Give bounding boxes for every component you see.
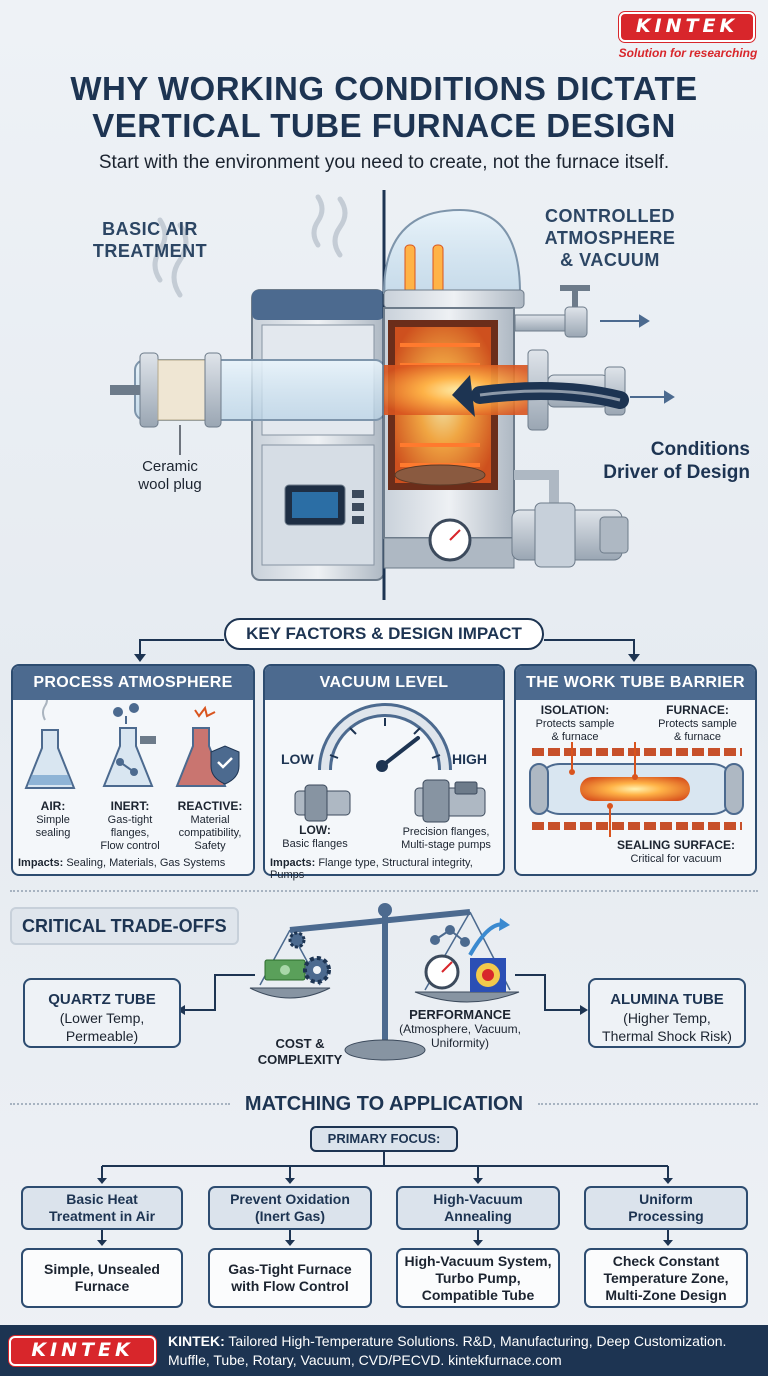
furnace-illustration [110, 190, 675, 600]
vacuum-level-title: VACUUM LEVEL [265, 666, 503, 700]
work-tube-diagram [529, 742, 744, 837]
page-subtitle: Start with the environment you need to c… [98, 152, 670, 173]
molecule-icon [430, 925, 470, 947]
steam-icon [152, 194, 348, 298]
pressure-gauge-icon [424, 954, 460, 990]
multistage-pump-icon [414, 779, 486, 823]
performance-label: PERFORMANCE (Atmosphere, Vacuum,Uniformi… [399, 1007, 521, 1051]
sealing-surface-label: SEALING SURFACE: Critical for vacuum [616, 838, 735, 866]
vacuum-low-desc: LOW: Basic flanges [282, 823, 348, 851]
vacuum-impacts: Impacts: Flange type, Structural integri… [270, 857, 473, 881]
application-title: MATCHING TO APPLICATION [244, 1093, 524, 1115]
brand-logo: KINTEK [619, 12, 755, 42]
vacuum-high-label: HIGH [452, 751, 487, 767]
section-divider-3 [538, 1103, 758, 1105]
furnace-label: FURNACE: Protects sample& furnace [658, 703, 737, 744]
result-high-vacuum-system: High-Vacuum System,Turbo Pump,Compatible… [396, 1248, 560, 1308]
cost-complexity-label: COST &COMPLEXITY [257, 1036, 343, 1067]
application-connectors [97, 1152, 673, 1246]
reactive-flask-icon [175, 705, 240, 787]
key-factors-title: KEY FACTORS & DESIGN IMPACT [224, 618, 544, 650]
tradeoffs-title: CRITICAL TRADE-OFFS [10, 907, 239, 945]
flask-icons [24, 700, 240, 789]
key-factors-connector [134, 639, 640, 662]
atmosphere-impacts: Impacts: Sealing, Materials, Gas Systems [18, 857, 226, 869]
page-title-line1: WHY WORKING CONDITIONS DICTATE [70, 70, 698, 107]
gear-icon [288, 931, 331, 984]
vacuum-low-label: LOW [281, 751, 314, 767]
section-divider-2 [10, 1103, 230, 1105]
primary-focus-pill: PRIMARY FOCUS: [310, 1126, 458, 1152]
tradeoff-arrows [177, 974, 588, 1015]
isolation-label: ISOLATION: Protects sample& furnace [535, 703, 615, 744]
vacuum-gauge-icon [294, 703, 486, 823]
basic-pump-icon [294, 784, 351, 822]
balance-scale-illustration [249, 903, 520, 1061]
brand-tagline: Solution for researching [618, 46, 758, 60]
app-prevent-oxidation: Prevent Oxidation(Inert Gas) [208, 1186, 372, 1230]
inert-flask-icon [102, 703, 156, 787]
alumina-tube-box: ALUMINA TUBE (Higher Temp,Thermal Shock … [588, 978, 746, 1048]
air-flask-icon [24, 700, 76, 789]
footer-line2: Muffle, Tube, Rotary, Vacuum, CVD/PECVD.… [168, 1352, 562, 1368]
section-divider-1 [10, 890, 758, 892]
work-tube-title: THE WORK TUBE BARRIER [516, 666, 755, 700]
quartz-tube-box: QUARTZ TUBE (Lower Temp,Permeable) [23, 978, 181, 1048]
footer-logo: KINTEK [9, 1336, 156, 1366]
page-title-line2: VERTICAL TUBE FURNACE DESIGN [92, 107, 676, 144]
footer-line1: KINTEK: Tailored High-Temperature Soluti… [168, 1333, 727, 1349]
process-atmosphere-title: PROCESS ATMOSPHERE [13, 666, 253, 700]
vacuum-high-desc: Precision flanges,Multi-stage pumps [401, 826, 491, 851]
